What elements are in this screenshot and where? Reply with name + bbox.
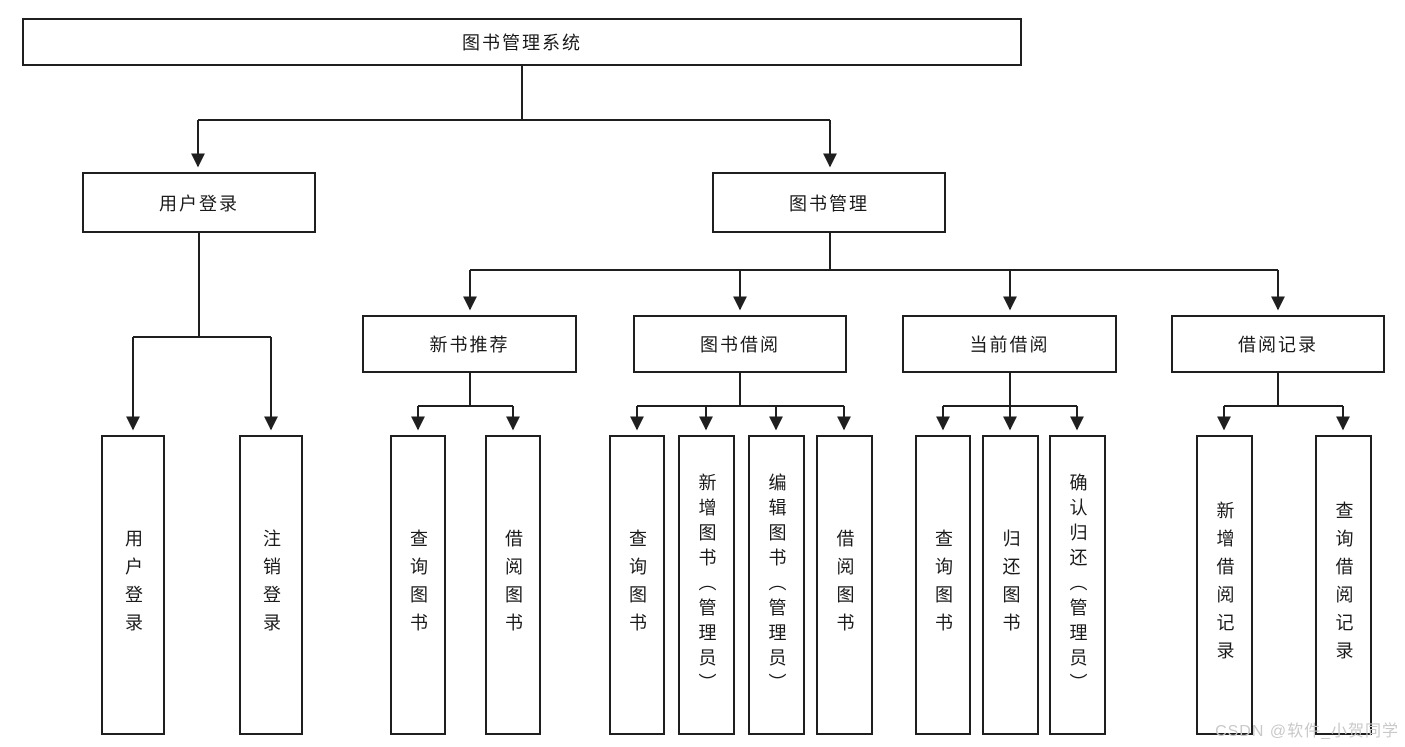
leaf-cb-query-books: 查询图书 bbox=[915, 435, 971, 735]
edge-userlogin-to-leaves bbox=[126, 233, 278, 431]
node-book-borrowing: 图书借阅 bbox=[633, 315, 847, 373]
edge-bookborrow-to-leaves bbox=[630, 373, 851, 431]
leaf-nb-borrow-books: 借阅图书 bbox=[485, 435, 541, 735]
leaf-br-add-record: 新增借阅记录 bbox=[1196, 435, 1253, 735]
leaf-bb-add-books-admin: 新增图书（管理员） bbox=[678, 435, 735, 735]
node-library-system: 图书管理系统 bbox=[22, 18, 1022, 66]
leaf-bb-edit-books-admin: 编辑图书（管理员） bbox=[748, 435, 805, 735]
edge-borrowrecords-to-leaves bbox=[1217, 373, 1350, 431]
leaf-br-query-record: 查询借阅记录 bbox=[1315, 435, 1372, 735]
leaf-bb-query-books: 查询图书 bbox=[609, 435, 665, 735]
node-current-borrowing: 当前借阅 bbox=[902, 315, 1117, 373]
edge-newbookrec-to-leaves bbox=[411, 373, 520, 431]
edge-bookmgmt-to-level3 bbox=[463, 233, 1285, 311]
leaf-bb-borrow-books: 借阅图书 bbox=[816, 435, 873, 735]
edge-root-to-level2 bbox=[191, 66, 837, 168]
node-new-book-recommendation: 新书推荐 bbox=[362, 315, 577, 373]
node-book-management: 图书管理 bbox=[712, 172, 946, 233]
leaf-user-login: 用户登录 bbox=[101, 435, 165, 735]
watermark: CSDN @软件_小贺同学 bbox=[1215, 723, 1399, 740]
leaf-cb-confirm-return-admin: 确认归还（管理员） bbox=[1049, 435, 1106, 735]
leaf-logout: 注销登录 bbox=[239, 435, 303, 735]
leaf-nb-query-books: 查询图书 bbox=[390, 435, 446, 735]
edge-currentborrow-to-leaves bbox=[936, 373, 1084, 431]
node-borrowing-records: 借阅记录 bbox=[1171, 315, 1385, 373]
leaf-cb-return-books: 归还图书 bbox=[982, 435, 1039, 735]
node-user-login: 用户登录 bbox=[82, 172, 316, 233]
